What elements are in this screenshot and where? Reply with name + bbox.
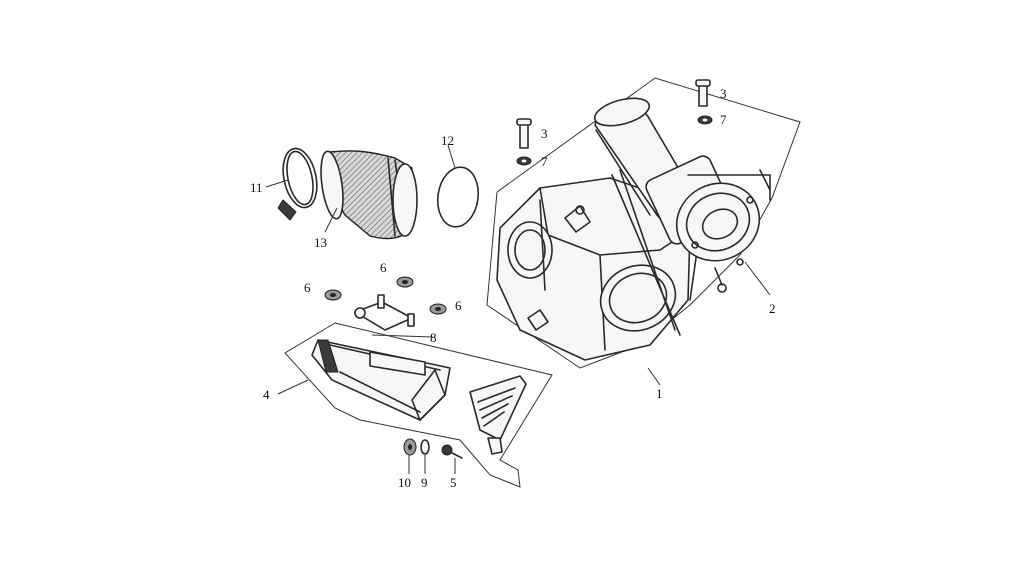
bolt-3-left [516, 118, 532, 149]
callout-11: 11 [250, 180, 263, 195]
inlet-group-outline [284, 322, 553, 488]
callout-2: 2 [769, 301, 776, 316]
bolt-3-upper [695, 79, 711, 107]
airbox-housing [496, 177, 701, 361]
intake-boot [320, 150, 418, 240]
callout-3-upper: 3 [720, 86, 727, 101]
hose-clamp [277, 147, 318, 221]
nut-10 [403, 438, 417, 456]
callout-8: 8 [430, 330, 437, 345]
air-filter-element [593, 97, 771, 336]
callout-7-left: 7 [541, 154, 548, 169]
inlet-duct [311, 339, 451, 421]
grommet-6-left [324, 289, 342, 301]
intake-grille [469, 375, 527, 455]
callout-4: 4 [263, 387, 270, 402]
grommet-6-top [396, 276, 414, 288]
washer-7-left [516, 156, 532, 166]
callout-13: 13 [314, 235, 327, 250]
grommet-6-right [429, 303, 447, 315]
callout-10: 10 [398, 475, 411, 490]
washer-7-upper [697, 115, 713, 125]
callout-12: 12 [441, 133, 454, 148]
callout-6-top: 6 [380, 260, 387, 275]
leader-lines [265, 144, 771, 474]
screw-5 [441, 444, 463, 459]
bracket-8 [354, 294, 415, 331]
washer-9 [420, 439, 430, 455]
callout-3-left: 3 [541, 126, 548, 141]
callout-6-left: 6 [304, 280, 311, 295]
callout-6-right: 6 [455, 298, 462, 313]
callout-7-upper: 7 [720, 112, 727, 127]
callout-5: 5 [450, 475, 457, 490]
o-ring [436, 166, 480, 228]
callout-1: 1 [656, 386, 663, 401]
callout-9: 9 [421, 475, 428, 490]
